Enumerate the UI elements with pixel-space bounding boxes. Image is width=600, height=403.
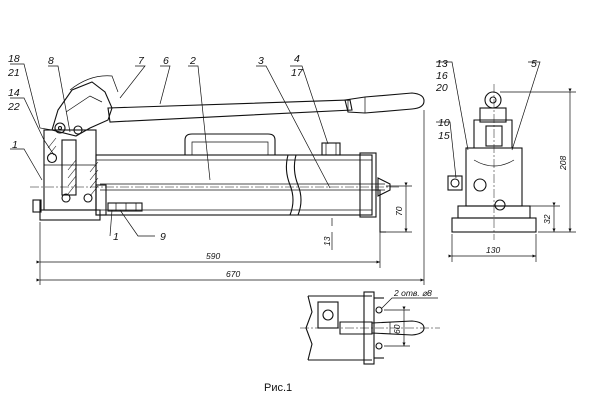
detail-dimensions: 2 отв. ⌀8 60 [381,288,438,347]
dim-60: 60 [392,324,402,334]
part-label-9: 9 [160,231,166,243]
part-label-13: 13 [436,58,448,70]
leader-lines-end [436,61,541,179]
dim-130: 130 [486,245,500,255]
part-label-5: 5 [531,58,537,70]
part-label-22: 22 [7,101,20,113]
detail-view [300,291,440,365]
part-label-14: 14 [8,87,20,99]
part-label-1-bottom: 1 [113,231,119,243]
part-label-15: 15 [438,130,450,142]
figure-caption: Рис.1 [264,382,292,394]
dim-590: 590 [206,251,220,261]
dim-13: 13 [322,236,332,246]
part-label-21: 21 [7,67,20,79]
part-label-7: 7 [138,55,145,67]
leader-lines-main [10,63,331,237]
dim-32: 32 [542,214,552,224]
part-label-2: 2 [189,55,196,67]
main-side-view [30,75,425,233]
dimensions-end: 130 208 32 [448,88,576,262]
body-hatching [47,137,99,197]
dim-208: 208 [558,156,568,171]
part-label-8: 8 [48,55,54,67]
dimensions-main: 590 670 70 13 [36,110,425,285]
part-label-20: 20 [435,82,448,94]
part-label-6: 6 [163,55,169,67]
part-label-16: 16 [436,70,448,82]
part-label-10: 10 [438,117,450,129]
part-label-3: 3 [258,55,264,67]
dim-670: 670 [226,269,240,279]
end-view [447,84,537,240]
dim-70: 70 [394,206,404,216]
part-label-18: 18 [8,53,20,65]
part-label-4: 4 [294,53,300,65]
detail-holes-label: 2 отв. ⌀8 [393,288,432,298]
part-labels-main: 18 21 14 22 1 8 7 6 2 3 4 17 9 1 [7,53,304,243]
part-label-1-top: 1 [12,139,18,151]
part-labels-end: 13 16 20 10 15 5 [435,58,537,142]
part-label-17: 17 [291,67,304,79]
